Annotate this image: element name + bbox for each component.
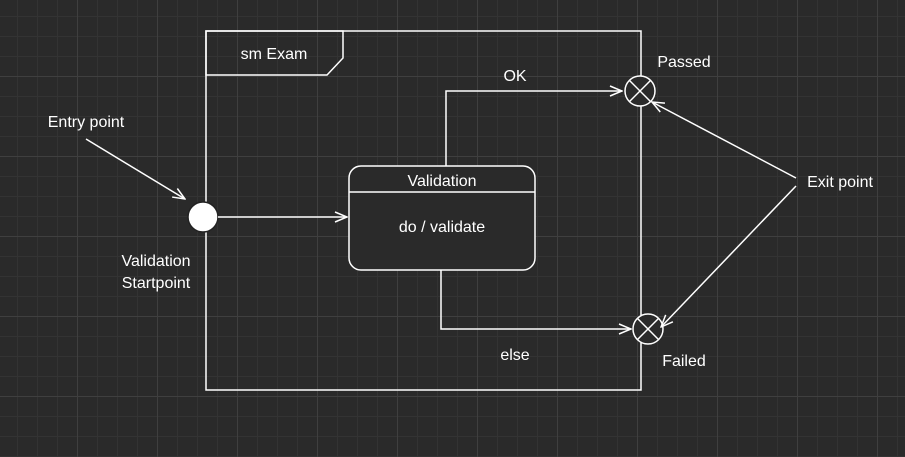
start-label-line2: Startpoint — [122, 275, 191, 292]
entry-point-pointer — [85, 138, 185, 199]
exit-point-label: Exit point — [807, 174, 873, 191]
exit-point-failed-cross-b — [636, 317, 660, 341]
entry-pseudostate[interactable] — [187, 201, 219, 233]
transition-ok — [445, 91, 622, 166]
exit-point-failed[interactable] — [632, 313, 664, 345]
exit-point-pointer-passed — [652, 102, 797, 179]
exit-point-passed[interactable] — [624, 75, 656, 107]
state-validation[interactable]: Validation do / validate — [348, 165, 536, 271]
state-validation-name: Validation — [407, 173, 476, 190]
start-label-line1: Validation — [121, 253, 190, 270]
entry-point-label: Entry point — [48, 114, 125, 131]
transition-ok-label: OK — [503, 68, 526, 85]
exit-point-pointer-failed — [661, 185, 797, 327]
passed-label: Passed — [657, 54, 710, 71]
frame-title-tab — [205, 30, 344, 76]
state-validation-activity: do / validate — [399, 219, 485, 236]
frame-title: sm Exam — [241, 46, 308, 63]
transition-else-label: else — [500, 347, 529, 364]
transition-else — [440, 270, 631, 329]
failed-label: Failed — [662, 353, 706, 370]
exit-point-passed-cross-b — [628, 79, 652, 103]
